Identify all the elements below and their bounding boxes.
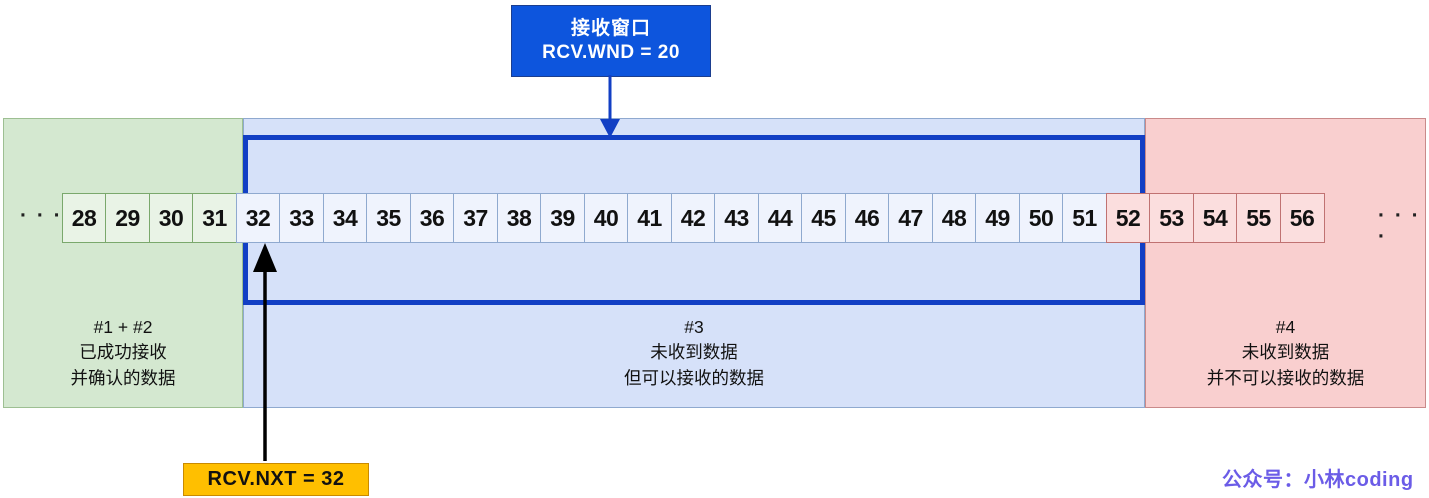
byte-cell-52: 52 — [1105, 193, 1151, 243]
region-caption-receivable: #3 未收到数据 但可以接收的数据 — [624, 317, 764, 388]
byte-cell-47: 47 — [888, 193, 933, 243]
byte-cell-43: 43 — [714, 193, 759, 243]
byte-cell-54: 54 — [1192, 193, 1238, 243]
byte-cell-36: 36 — [409, 193, 455, 243]
byte-cell-40: 40 — [583, 193, 629, 243]
byte-cell-28: 28 — [61, 193, 107, 243]
byte-cell-48: 48 — [931, 193, 977, 243]
callout-subtitle: RCV.WND = 20 — [542, 42, 680, 63]
byte-cell-50: 50 — [1018, 193, 1064, 243]
region-panel-not-receivable: #4 未收到数据 并不可以接收的数据 — [1145, 118, 1426, 408]
byte-cell-53: 53 — [1149, 193, 1194, 243]
region-caption-acked: #1 + #2 已成功接收 并确认的数据 — [70, 317, 176, 388]
byte-cell-35: 35 — [366, 193, 411, 243]
rcv-nxt-tag: RCV.NXT = 32 — [183, 463, 369, 496]
region-caption-not-receivable: #4 未收到数据 并不可以接收的数据 — [1206, 317, 1365, 388]
byte-cell-33: 33 — [279, 193, 324, 243]
byte-cell-38: 38 — [496, 193, 542, 243]
byte-cell-39: 39 — [540, 193, 585, 243]
byte-cell-37: 37 — [453, 193, 498, 243]
byte-cell-45: 45 — [801, 193, 846, 243]
byte-cell-56: 56 — [1279, 193, 1325, 243]
receive-window-callout: 接收窗口 RCV.WND = 20 — [511, 5, 711, 77]
watermark: 公众号：小林coding — [1222, 469, 1414, 491]
byte-cell-49: 49 — [975, 193, 1020, 243]
byte-cell-41: 41 — [627, 193, 672, 243]
byte-cell-32: 32 — [235, 193, 281, 243]
region-panel-acked: #1 + #2 已成功接收 并确认的数据 — [3, 118, 243, 408]
byte-cell-42: 42 — [670, 193, 716, 243]
byte-cell-44: 44 — [757, 193, 803, 243]
region-panel-receivable: #3 未收到数据 但可以接收的数据 — [243, 118, 1145, 408]
byte-cell-55: 55 — [1236, 193, 1281, 243]
byte-cell-51: 51 — [1062, 193, 1107, 243]
byte-cell-30: 30 — [148, 193, 194, 243]
byte-cell-31: 31 — [192, 193, 237, 243]
byte-cell-29: 29 — [105, 193, 150, 243]
byte-cell-46: 46 — [844, 193, 890, 243]
byte-cell-34: 34 — [322, 193, 368, 243]
callout-title: 接收窗口 — [570, 18, 651, 40]
ellipsis-right: · · · · — [1378, 204, 1421, 248]
